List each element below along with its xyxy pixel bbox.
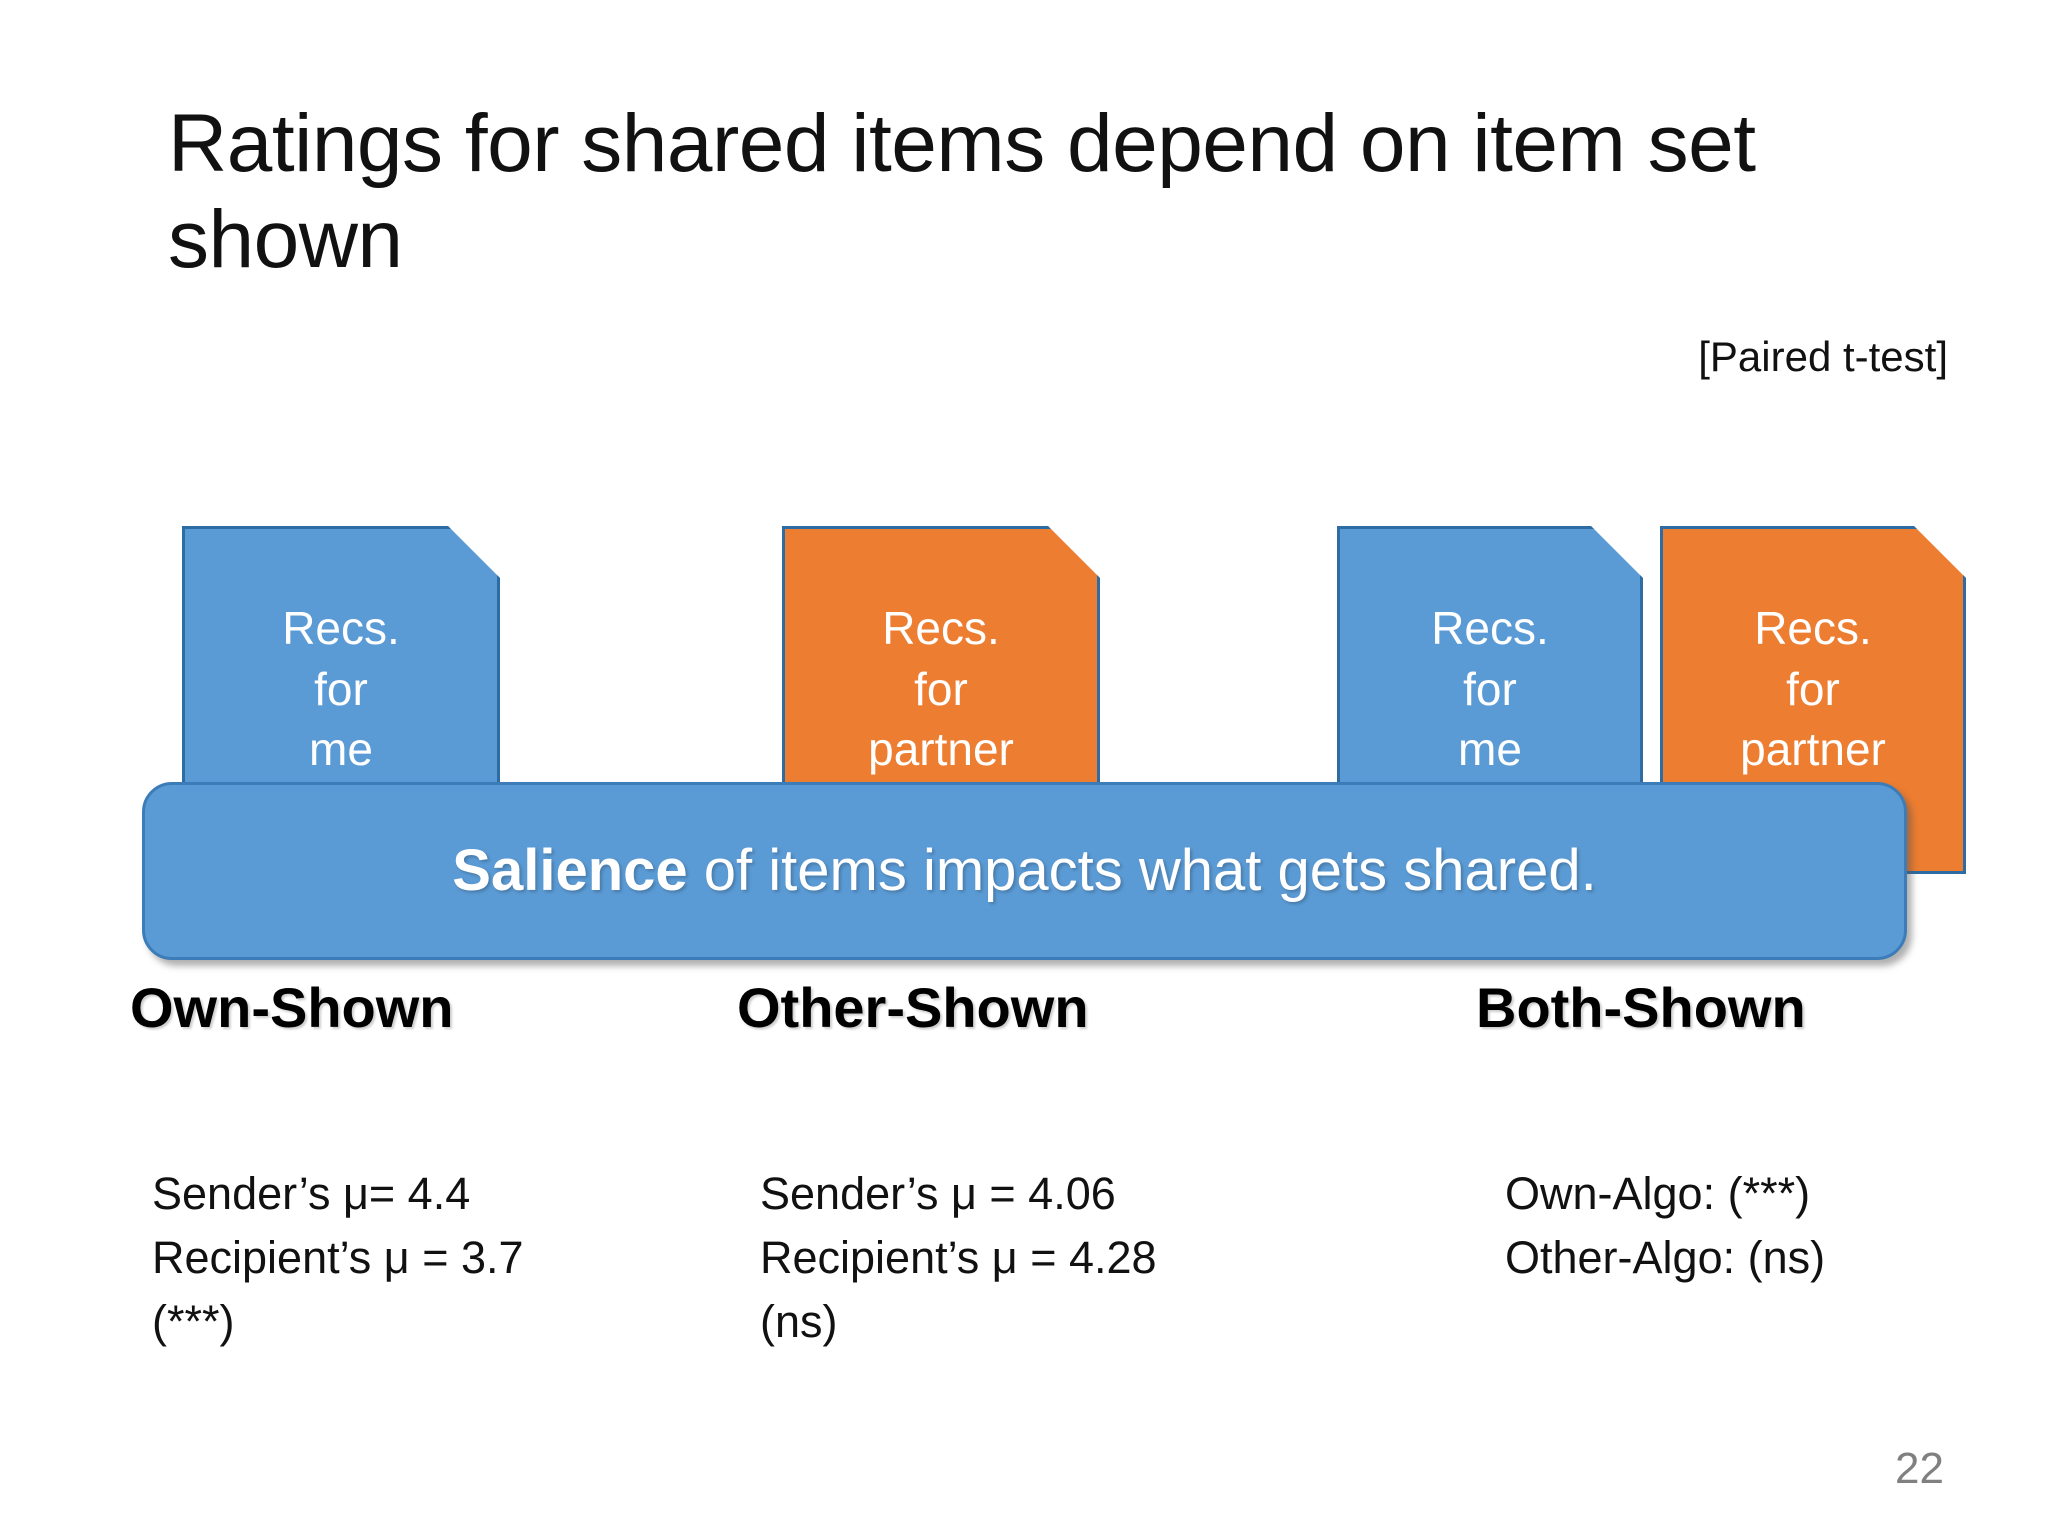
- salience-rest: of items impacts what gets shared.: [687, 838, 1597, 903]
- salience-banner: Salience of items impacts what gets shar…: [142, 782, 1907, 960]
- doc-line-1: Recs.: [1754, 602, 1872, 654]
- doc-card-text: Recs. for partner: [782, 598, 1100, 780]
- doc-line-2: for: [314, 662, 368, 715]
- doc-line-2: for: [1463, 662, 1517, 715]
- doc-card-text: Recs. for partner: [1660, 598, 1966, 780]
- page-number: 22: [1895, 1444, 1944, 1493]
- doc-card-fill: [1337, 526, 1643, 826]
- stats-own-shown: Sender’s μ= 4.4 Recipient’s μ = 3.7 (***…: [152, 1162, 524, 1354]
- salience-banner-text: Salience of items impacts what gets shar…: [452, 842, 1596, 900]
- page-title: Ratings for shared items depend on item …: [168, 98, 1756, 285]
- doc-card-fill: [182, 526, 500, 826]
- doc-card-text: Recs. for me: [1337, 598, 1643, 780]
- doc-line-1: Recs.: [1431, 602, 1549, 654]
- stats-other-shown: Sender’s μ = 4.06 Recipient’s μ = 4.28 (…: [760, 1162, 1157, 1354]
- doc-card-own-shown-me: Recs. for me: [182, 526, 500, 826]
- doc-line-2: for: [914, 662, 968, 715]
- stat-line-sender: Sender’s μ = 4.06: [760, 1168, 1116, 1219]
- stat-line-significance: (***): [152, 1295, 235, 1347]
- condition-label-both-shown: Both-Shown: [1476, 976, 1806, 1039]
- salience-emphasis: Salience: [452, 838, 688, 903]
- stats-both-shown: Own-Algo: (***) Other-Algo: (ns): [1505, 1162, 1825, 1290]
- condition-label-other-shown: Other-Shown: [737, 976, 1089, 1039]
- doc-line-3: partner: [1740, 723, 1886, 776]
- stat-line-recipient: Recipient’s μ = 3.7: [152, 1231, 524, 1283]
- stat-line-significance: (ns): [760, 1295, 838, 1347]
- doc-line-1: Recs.: [282, 602, 400, 654]
- doc-line-3: me: [309, 723, 373, 776]
- doc-line-3: me: [1458, 723, 1522, 776]
- doc-line-1: Recs.: [882, 602, 1000, 654]
- stat-line-sender: Sender’s μ= 4.4: [152, 1168, 471, 1219]
- stat-line-own-algo: Own-Algo: (***): [1505, 1168, 1811, 1219]
- doc-card-text: Recs. for me: [182, 598, 500, 780]
- doc-line-2: for: [1786, 662, 1840, 715]
- stat-line-recipient: Recipient’s μ = 4.28: [760, 1231, 1157, 1283]
- doc-line-3: partner: [868, 723, 1014, 776]
- stat-line-other-algo: Other-Algo: (ns): [1505, 1231, 1826, 1283]
- doc-card-both-shown-me: Recs. for me: [1337, 526, 1643, 826]
- paired-ttest-note: [Paired t-test]: [1698, 333, 1948, 380]
- condition-label-own-shown: Own-Shown: [130, 976, 454, 1039]
